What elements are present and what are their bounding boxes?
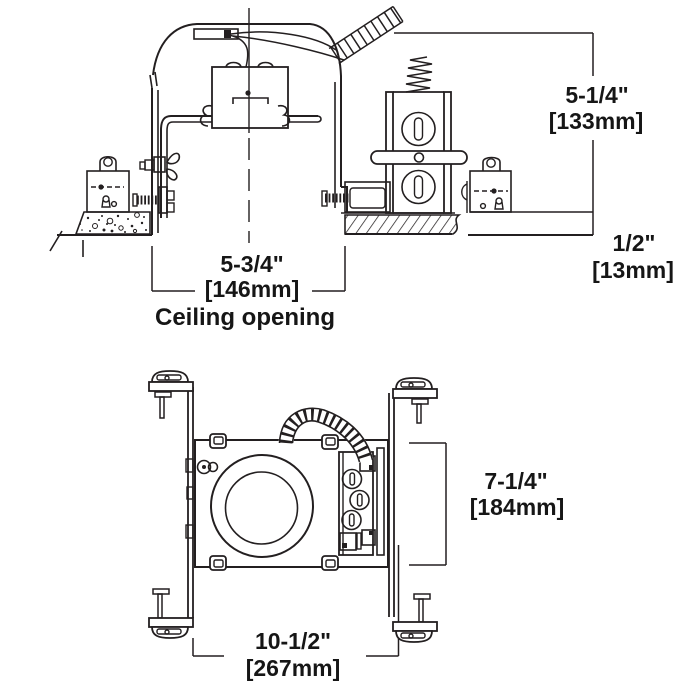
hatch-block: [344, 214, 462, 235]
nail-plate-right: [461, 156, 512, 213]
driver-box: [211, 61, 289, 129]
conduit-ribs: [279, 408, 373, 463]
aperture-inner-ring: [224, 471, 299, 545]
mounting-foot-bottom-left: [148, 588, 194, 639]
keyhole: [495, 197, 503, 205]
nail: [157, 593, 163, 619]
cable-clamp: [339, 532, 357, 551]
screw-bumps: [225, 61, 274, 68]
stipple-texture: [79, 214, 147, 233]
nail: [159, 396, 165, 419]
top-bracket-tab: [193, 28, 239, 40]
pan-tabs: [209, 433, 339, 571]
knockout-slot: [413, 117, 424, 141]
plan-view: 7-1/4" [184mm] 10-1/2" [267mm]: [148, 370, 565, 681]
flex-conduit-side: [328, 5, 404, 65]
knockout: [341, 509, 362, 531]
plate-hook: [461, 181, 468, 213]
nail: [416, 403, 422, 424]
conduit-ribs: [330, 7, 402, 63]
ceiling-opening-caption: Ceiling opening: [155, 304, 335, 331]
stipple-rings: [92, 212, 140, 234]
ceiling-section-drywall: [344, 214, 462, 235]
dim-ceiling-opening: 5-3/4" [146mm] Ceiling opening: [151, 246, 346, 331]
dim-width-inches: 10-1/2": [255, 628, 331, 654]
dim-width-mm: [267mm]: [246, 655, 341, 681]
plate-tab: [99, 155, 117, 171]
hanger-bar-left: [187, 387, 194, 618]
break-mark-left: [49, 230, 63, 252]
dim-depth-mm: [184mm]: [470, 494, 565, 520]
knockout: [401, 169, 436, 205]
knockout: [349, 489, 370, 511]
aperture-opening: [210, 454, 314, 558]
knockout: [341, 468, 363, 490]
knockout: [401, 111, 436, 147]
mounting-foot-bottom-right: [392, 593, 438, 643]
dim-height-mm: [133mm]: [549, 108, 644, 134]
dim-fixture-height: 5-1/4" [133mm]: [394, 32, 644, 235]
mounting-foot-top-left: [148, 370, 194, 419]
pan-screw: [196, 459, 219, 475]
wire-grommet: [224, 30, 231, 38]
nail-plate-left: [86, 155, 130, 213]
dim-ceiling-inches: 1/2": [613, 230, 656, 256]
aperture-outer-ring: [210, 454, 314, 558]
tab-hole: [103, 157, 113, 167]
junction-box-plan: [338, 447, 385, 556]
dim-ceiling-mm: [13mm]: [592, 257, 674, 283]
dim-frame-depth: 7-1/4" [184mm]: [409, 442, 565, 566]
center-rivet: [245, 90, 251, 96]
dim-opening-inches: 5-3/4": [220, 251, 283, 277]
rail-slots: [185, 458, 194, 539]
flex-conduit-plan: [278, 407, 374, 464]
box-flange: [376, 447, 385, 556]
wing-nut-clamp-left: [132, 152, 181, 214]
captive-spring: [405, 56, 433, 93]
wing: [165, 152, 181, 165]
nail: [418, 598, 424, 623]
cable-clamp: [361, 529, 376, 546]
dim-frame-width: 10-1/2" [267mm]: [192, 628, 400, 681]
tab-hole: [486, 158, 496, 168]
mounting-strap: [370, 150, 468, 165]
hanger-bar-right: [388, 393, 400, 640]
plate-tab: [482, 156, 501, 171]
socket-spring-clips: [199, 104, 291, 127]
wing: [165, 168, 178, 181]
side-elevation-view: 5-1/4" [133mm] 1/2" [13mm] 5-3/4" [146mm…: [49, 5, 674, 331]
clamp-right: [321, 181, 391, 213]
dim-depth-inches: 7-1/4": [484, 468, 547, 494]
dim-ceiling-thickness: 1/2" [13mm]: [592, 230, 674, 283]
junction-box-side: [370, 56, 468, 214]
mounting-foot-top-right: [392, 377, 438, 424]
dim-height-inches: 5-1/4": [565, 82, 628, 108]
wires: [228, 31, 345, 68]
keyhole: [102, 195, 110, 203]
dim-opening-mm: [146mm]: [205, 276, 300, 302]
knockout-slot: [413, 175, 424, 199]
ceiling-section-plaster: [74, 211, 151, 235]
hanger-bracket-arm: [160, 115, 322, 218]
